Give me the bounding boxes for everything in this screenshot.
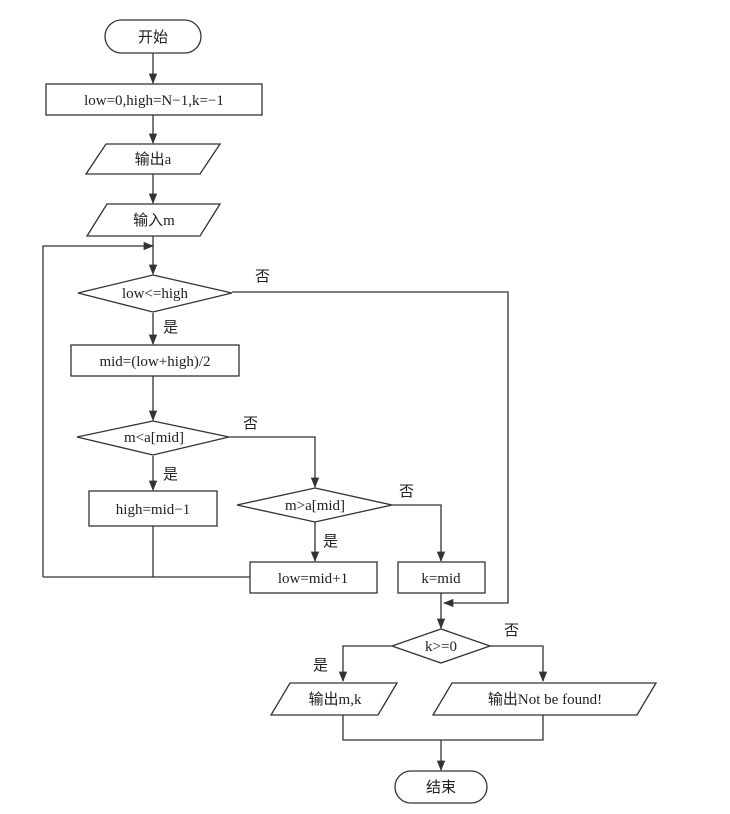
output-a-io: 输出a bbox=[84, 143, 222, 175]
set-high-label: high=mid−1 bbox=[116, 502, 190, 518]
greater-condition-label: m>a[mid] bbox=[285, 498, 345, 514]
greater-condition-decision: m>a[mid] bbox=[236, 487, 393, 523]
set-low-label: low=mid+1 bbox=[278, 571, 348, 587]
line-merge bbox=[342, 715, 544, 741]
input-m-label: 输入m bbox=[133, 212, 175, 229]
calc-mid-label: mid=(low+high)/2 bbox=[99, 354, 210, 370]
calc-mid-process: mid=(low+high)/2 bbox=[70, 344, 240, 377]
start-label: 开始 bbox=[138, 29, 168, 46]
arrow-loop-back bbox=[42, 241, 155, 577]
output-mk-label: 输出m,k bbox=[309, 691, 362, 708]
less-condition-decision: m<a[mid] bbox=[76, 420, 230, 456]
arrow-found-no bbox=[490, 645, 548, 683]
loop-condition-label: low<=high bbox=[122, 286, 189, 302]
arrow-found-yes bbox=[338, 645, 392, 683]
greater-yes-label: 是 bbox=[323, 534, 338, 550]
set-k-process: k=mid bbox=[397, 561, 486, 594]
found-yes-label: 是 bbox=[313, 658, 328, 674]
init-process: low=0,high=N−1,k=−1 bbox=[45, 83, 263, 116]
set-k-label: k=mid bbox=[421, 571, 461, 587]
end-label: 结束 bbox=[426, 779, 456, 796]
less-no-label: 否 bbox=[243, 416, 258, 432]
set-high-process: high=mid−1 bbox=[88, 490, 218, 527]
set-low-process: low=mid+1 bbox=[249, 561, 378, 594]
less-condition-label: m<a[mid] bbox=[124, 430, 184, 446]
loop-yes-label: 是 bbox=[163, 320, 178, 336]
found-condition-decision: k>=0 bbox=[390, 628, 492, 664]
end-terminal: 结束 bbox=[394, 770, 488, 804]
less-yes-label: 是 bbox=[163, 467, 178, 483]
output-a-label: 输出a bbox=[135, 151, 172, 168]
arrow-greater-no bbox=[392, 504, 446, 563]
init-label: low=0,high=N−1,k=−1 bbox=[84, 93, 224, 109]
found-no-label: 否 bbox=[504, 623, 519, 639]
start-terminal: 开始 bbox=[104, 19, 202, 54]
loop-no-label: 否 bbox=[255, 269, 270, 285]
connectors bbox=[42, 53, 548, 772]
output-not-found-io: 输出Not be found! bbox=[431, 682, 658, 716]
output-mk-io: 输出m,k bbox=[269, 682, 399, 716]
greater-no-label: 否 bbox=[399, 484, 414, 500]
input-m-io: 输入m bbox=[85, 203, 222, 237]
arrow-less-no bbox=[229, 436, 320, 489]
output-not-found-label: 输出Not be found! bbox=[488, 691, 602, 708]
loop-condition-decision: low<=high bbox=[77, 274, 233, 313]
arrow-loop-no bbox=[232, 291, 509, 608]
found-condition-label: k>=0 bbox=[425, 639, 457, 655]
